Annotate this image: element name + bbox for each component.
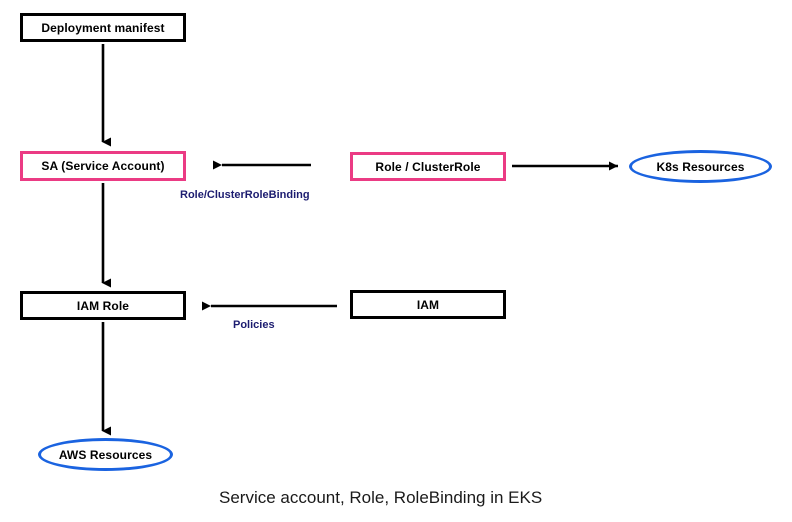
node-k8s-resources[interactable]: K8s Resources <box>629 150 772 183</box>
node-aws-resources-label: AWS Resources <box>58 447 153 462</box>
edge-label-policies: Policies <box>233 319 275 331</box>
node-role-clusterrole-label: Role / ClusterRole <box>375 159 481 174</box>
edge-label-role-clusterrolebinding: Role/ClusterRoleBinding <box>180 189 310 201</box>
diagram-caption: Service account, Role, RoleBinding in EK… <box>219 488 543 507</box>
node-iam-role-label: IAM Role <box>76 298 130 313</box>
node-iam[interactable]: IAM <box>350 290 506 319</box>
node-iam-role[interactable]: IAM Role <box>20 291 186 320</box>
node-role-clusterrole[interactable]: Role / ClusterRole <box>350 152 506 181</box>
node-k8s-resources-label: K8s Resources <box>656 159 745 174</box>
node-deployment-manifest-label: Deployment manifest <box>41 20 165 35</box>
node-deployment-manifest[interactable]: Deployment manifest <box>20 13 186 42</box>
node-service-account[interactable]: SA (Service Account) <box>20 151 186 181</box>
node-iam-label: IAM <box>416 297 440 312</box>
node-service-account-label: SA (Service Account) <box>41 159 165 173</box>
node-aws-resources[interactable]: AWS Resources <box>38 438 173 471</box>
